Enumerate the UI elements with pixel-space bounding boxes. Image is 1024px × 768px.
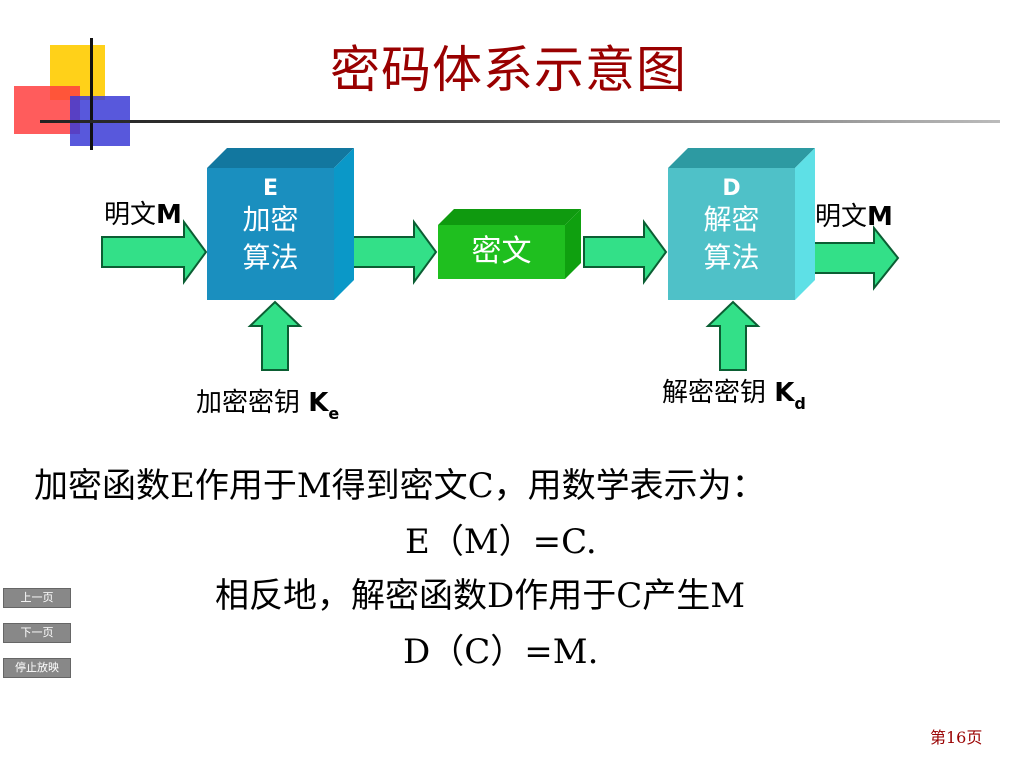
next-page-button[interactable]: 下一页: [3, 623, 71, 643]
cipher-box-label: 密文: [471, 234, 532, 269]
encrypt-box-top: [207, 148, 354, 168]
decor-red-square: [14, 86, 80, 134]
arrow-plaintext-in: [101, 218, 208, 286]
prev-page-button[interactable]: 上一页: [3, 588, 71, 608]
dec-key-label: 解密密钥 Kd: [662, 372, 806, 413]
decrypt-box-top: [668, 148, 815, 168]
body-line-2: E（M）=C.: [405, 522, 597, 562]
enc-key-text: 加密密钥: [196, 388, 309, 418]
cipher-box: 密文: [438, 225, 565, 279]
body-line-3: 相反地，解密函数D作用于C产生M: [215, 576, 746, 616]
encrypt-box-letter: E: [262, 176, 279, 201]
enc-key-label: 加密密钥 Ke: [196, 382, 339, 423]
arrow-enc-key: [247, 300, 303, 371]
encrypt-box-line1: 加密: [242, 203, 299, 236]
stop-show-button[interactable]: 停止放映: [3, 658, 71, 678]
plaintext-in-var: M: [156, 200, 182, 230]
plaintext-out-text: 明文: [815, 202, 868, 232]
dec-key-var: K: [774, 378, 795, 408]
dec-key-sub: d: [794, 394, 806, 413]
decor-vertical-line: [90, 38, 93, 150]
body-line-1: 加密函数E作用于M得到密文C，用数学表示为：: [34, 466, 766, 506]
encrypt-box: E 加密 算法: [207, 168, 334, 300]
encrypt-box-side: [334, 148, 354, 300]
arrow-to-decrypt: [583, 218, 668, 286]
dec-key-text: 解密密钥: [662, 378, 775, 408]
plaintext-in-label: 明文M: [104, 194, 182, 231]
title-underline: [40, 120, 1000, 123]
decrypt-box-line2: 算法: [703, 241, 760, 274]
decrypt-box: D 解密 算法: [668, 168, 795, 300]
enc-key-var: K: [308, 388, 329, 418]
slide-title: 密码体系示意图: [330, 41, 687, 99]
plaintext-in-text: 明文: [104, 200, 157, 230]
page-number: 第16页: [930, 728, 983, 747]
cipher-box-side: [565, 209, 581, 279]
decrypt-box-line1: 解密: [703, 203, 760, 236]
decrypt-box-letter: D: [722, 176, 741, 201]
encrypt-box-line2: 算法: [242, 241, 299, 274]
plaintext-out-label: 明文M: [815, 196, 893, 233]
plaintext-out-var: M: [867, 202, 893, 232]
enc-key-sub: e: [328, 404, 340, 423]
body-line-4: D（C）=M.: [403, 632, 599, 672]
decrypt-box-side: [795, 148, 815, 300]
cipher-box-top: [438, 209, 581, 225]
arrow-dec-key: [705, 300, 761, 371]
